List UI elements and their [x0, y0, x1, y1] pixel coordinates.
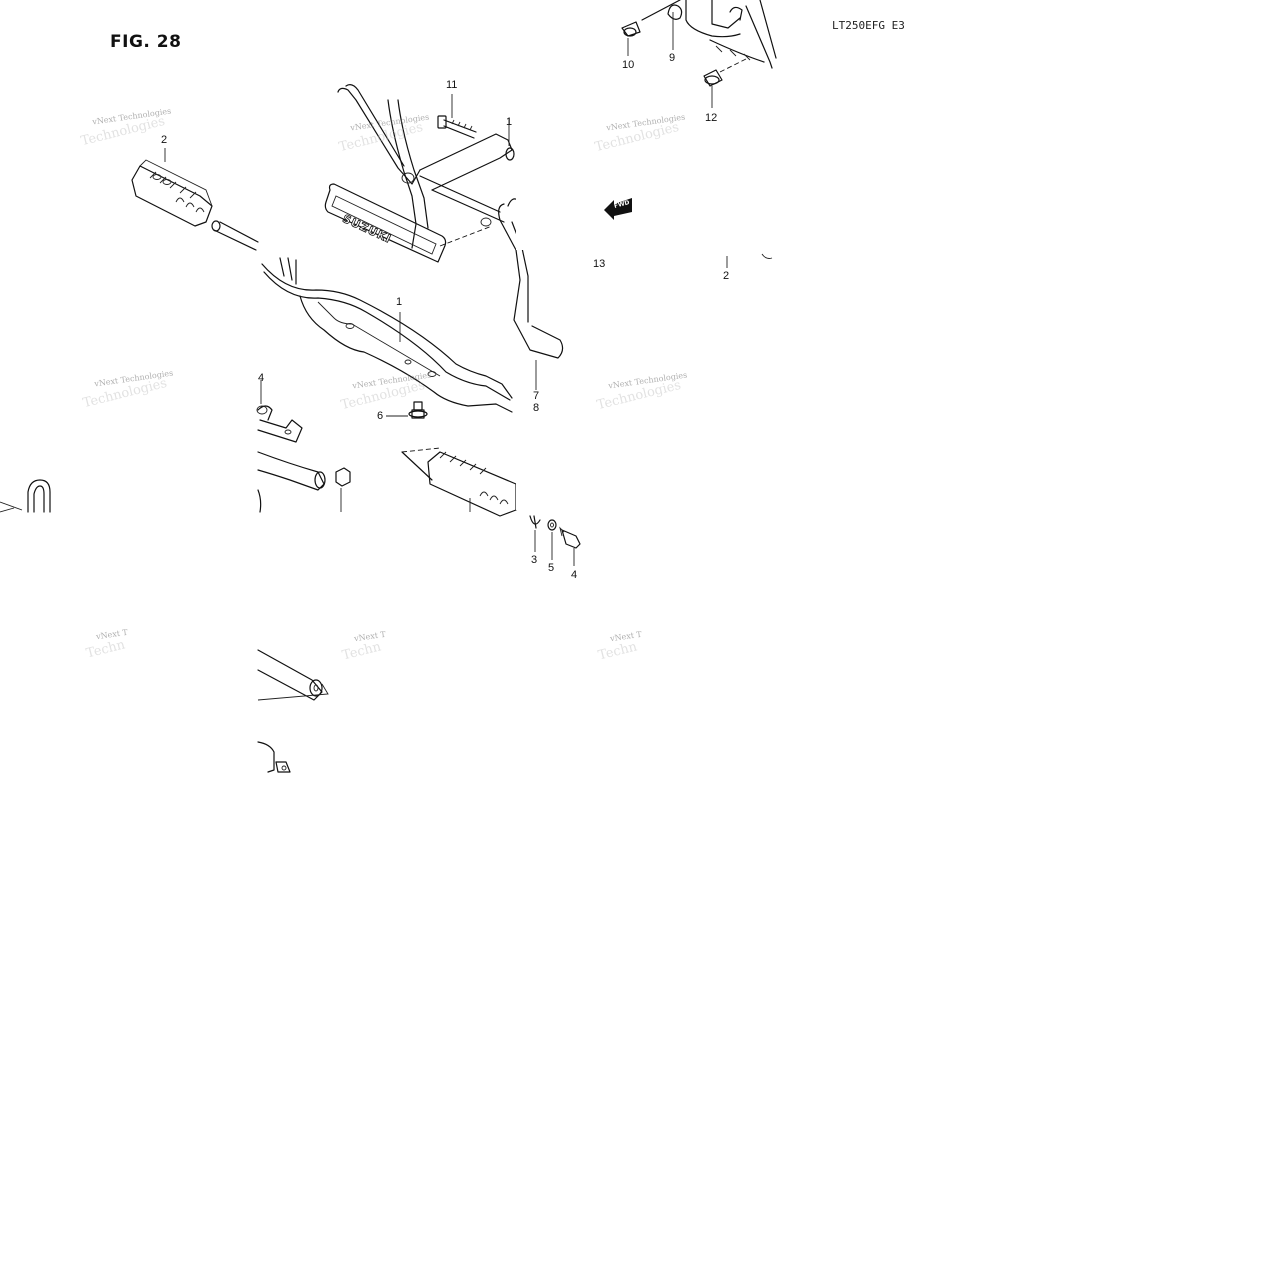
tube-bracket-bottom	[257, 741, 291, 773]
partial-loop-left	[0, 479, 51, 513]
callout-6: 6	[377, 410, 384, 422]
callout-8: 8	[533, 402, 540, 414]
callout-1: 1	[396, 296, 403, 308]
callout-12: 12	[705, 112, 718, 124]
tube-end	[257, 649, 329, 701]
suzuki-plate	[324, 183, 493, 263]
nut	[335, 467, 351, 512]
callout-4-right: 4	[571, 569, 578, 581]
bolt-6	[386, 401, 428, 419]
model-code: LT250EFG E3	[832, 19, 905, 32]
footrest-peg-left	[131, 148, 259, 251]
callout-13: 13	[593, 258, 606, 270]
callout-2-right: 2	[723, 270, 730, 282]
callout-2-left: 2	[161, 134, 168, 146]
grab-bar	[337, 84, 515, 249]
callout-5: 5	[548, 562, 555, 574]
callout-4-left: 4	[258, 372, 265, 384]
callout-3: 3	[531, 554, 538, 566]
main-step-frame	[261, 257, 513, 413]
callout-10: 10	[622, 59, 635, 71]
footrest-peg-right	[401, 447, 517, 517]
lower-bracket	[256, 380, 326, 513]
washer-clip-bolt	[529, 515, 581, 566]
callout-7: 7	[533, 390, 540, 402]
callout-leaders-right	[726, 253, 773, 268]
figure-title: FIG. 28	[110, 32, 182, 52]
callout-1-top: 1	[506, 116, 513, 128]
top-right-assembly	[621, 0, 777, 108]
callout-9: 9	[669, 52, 676, 64]
callout-11: 11	[446, 79, 458, 91]
fwd-arrow-icon	[604, 198, 632, 220]
clip-mask-mid2	[516, 360, 530, 510]
clip-mask-mid	[516, 0, 596, 250]
